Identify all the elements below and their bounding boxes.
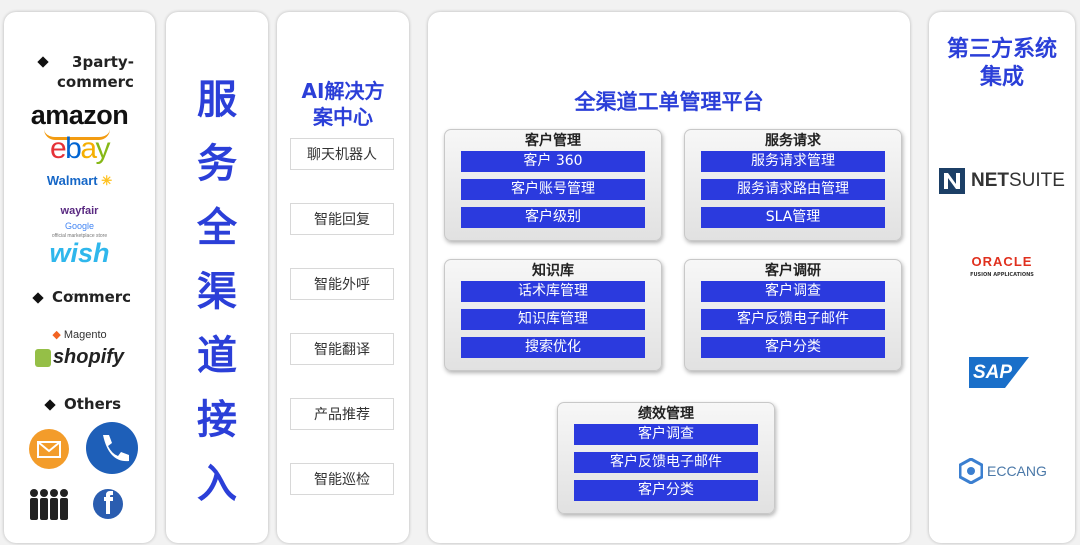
oracle-subtitle: FUSION APPLICATIONS bbox=[970, 272, 1034, 278]
ebay-logo: ebay bbox=[49, 132, 111, 165]
channels-panel: 3party- commerc amazon ebay Walmart ✳ wa… bbox=[4, 12, 155, 543]
walmart-logo: Walmart ✳ bbox=[4, 173, 155, 189]
module-item: 客户反馈电子邮件 bbox=[701, 309, 885, 330]
title-char: 渠 bbox=[197, 269, 237, 315]
ai-title-line: AI解决方 bbox=[301, 79, 385, 103]
shopify-label: shopify bbox=[52, 346, 125, 368]
diamond-bullet-icon bbox=[44, 398, 56, 411]
group-others: Others bbox=[4, 395, 155, 413]
magento-label: Magento bbox=[63, 329, 107, 341]
title-char: 入 bbox=[197, 461, 237, 507]
module-item: 客户调查 bbox=[701, 281, 885, 302]
third-party-title-line: 集成 bbox=[979, 65, 1024, 90]
module-item: 客户账号管理 bbox=[461, 179, 645, 200]
module-item: 客户 360 bbox=[461, 151, 645, 172]
ai-item-smart-inspection: 智能巡检 bbox=[290, 463, 394, 495]
platform-panel: 全渠道工单管理平台 客户管理 客户 360 客户账号管理 客户级别 服务请求 服… bbox=[428, 12, 910, 543]
ai-solutions-panel: AI解决方 案中心 聊天机器人 智能回复 智能外呼 智能翻译 产品推荐 智能巡检 bbox=[277, 12, 409, 543]
ai-item-smart-outbound: 智能外呼 bbox=[290, 268, 394, 300]
third-party-title-line: 第三方系统 bbox=[946, 37, 1057, 62]
ai-item-product-recommend: 产品推荐 bbox=[290, 398, 394, 430]
marketplace-caption: official marketplace store bbox=[51, 233, 108, 239]
ai-title-line: 案中心 bbox=[313, 105, 373, 129]
module-title: 客户管理 bbox=[525, 133, 581, 149]
module-title: 知识库 bbox=[532, 263, 574, 279]
wayfair-logo: wayfair bbox=[60, 205, 99, 217]
amazon-smile-icon bbox=[44, 129, 110, 140]
module-item: 客户分类 bbox=[701, 337, 885, 358]
group-commerc-label: Commerc bbox=[52, 288, 132, 306]
people-icon bbox=[30, 489, 68, 520]
title-char: 接 bbox=[197, 397, 237, 443]
amazon-logo: amazon bbox=[30, 100, 129, 130]
module-knowledge-base: 知识库 话术库管理 知识库管理 搜索优化 bbox=[444, 259, 662, 371]
magento-icon: ◆ bbox=[52, 329, 61, 341]
sap-logo: SAP bbox=[969, 357, 1029, 388]
walmart-spark-icon: ✳ bbox=[101, 173, 113, 188]
title-char: 道 bbox=[197, 333, 237, 379]
title-char: 务 bbox=[197, 141, 237, 187]
eccang-logo: ECCANG bbox=[987, 463, 1047, 479]
module-customer-management: 客户管理 客户 360 客户账号管理 客户级别 bbox=[444, 129, 662, 241]
title-char: 全 bbox=[197, 205, 237, 251]
email-icon bbox=[29, 429, 69, 469]
module-item: 客户分类 bbox=[574, 480, 758, 501]
netsuite-n-icon bbox=[939, 168, 965, 194]
module-title: 客户调研 bbox=[765, 263, 821, 279]
module-performance-management: 绩效管理 客户调查 客户反馈电子邮件 客户分类 bbox=[557, 402, 775, 514]
netsuite-label: SUITE bbox=[1009, 170, 1065, 192]
diamond-bullet-icon bbox=[37, 55, 49, 68]
diamond-bullet-icon bbox=[32, 291, 44, 304]
google-logo: Google bbox=[64, 221, 95, 231]
facebook-icon bbox=[93, 489, 123, 519]
group-3party: 3party- commerc bbox=[4, 52, 155, 92]
third-party-title: 第三方系统 集成 bbox=[929, 36, 1075, 92]
module-item: 知识库管理 bbox=[461, 309, 645, 330]
group-3party-label: 3party- commerc bbox=[57, 53, 134, 91]
module-title: 绩效管理 bbox=[638, 406, 694, 422]
module-customer-survey: 客户调研 客户调查 客户反馈电子邮件 客户分类 bbox=[684, 259, 902, 371]
module-item: 服务请求管理 bbox=[701, 151, 885, 172]
magento-logo: ◆ Magento bbox=[4, 328, 155, 341]
module-item: SLA管理 bbox=[701, 207, 885, 228]
ellipsis: ....... bbox=[67, 284, 92, 298]
title-char: 服 bbox=[197, 77, 237, 123]
omnichannel-access-panel: 服 务 全 渠 道 接 入 bbox=[166, 12, 268, 543]
omnichannel-access-title: 服 务 全 渠 道 接 入 bbox=[166, 68, 268, 516]
ai-item-smart-translate: 智能翻译 bbox=[290, 333, 394, 365]
platform-title: 全渠道工单管理平台 bbox=[574, 90, 764, 114]
ai-item-smart-reply: 智能回复 bbox=[290, 203, 394, 235]
module-item: 客户级别 bbox=[461, 207, 645, 228]
eccang-hex-icon bbox=[959, 458, 983, 484]
group-commerc: Commerc bbox=[4, 288, 155, 306]
netsuite-label-bold: NET bbox=[971, 170, 1009, 192]
group-others-label: Others bbox=[64, 395, 122, 413]
module-item: 客户调查 bbox=[574, 424, 758, 445]
ai-solutions-title: AI解决方 案中心 bbox=[277, 78, 409, 130]
module-item: 服务请求路由管理 bbox=[701, 179, 885, 200]
wish-logo: wish bbox=[49, 238, 110, 268]
module-item: 客户反馈电子邮件 bbox=[574, 452, 758, 473]
walmart-label: Walmart bbox=[46, 173, 98, 188]
module-title: 服务请求 bbox=[765, 133, 821, 149]
module-item: 话术库管理 bbox=[461, 281, 645, 302]
module-service-request: 服务请求 服务请求管理 服务请求路由管理 SLA管理 bbox=[684, 129, 902, 241]
netsuite-logo: NETSUITE bbox=[939, 168, 1065, 194]
oracle-logo: ORACLE bbox=[971, 254, 1033, 269]
ai-item-chatbot: 聊天机器人 bbox=[290, 138, 394, 170]
phone-icon bbox=[86, 422, 138, 474]
shopify-logo: shopify bbox=[4, 346, 155, 369]
module-item: 搜索优化 bbox=[461, 337, 645, 358]
shopify-bag-icon bbox=[34, 348, 51, 367]
third-party-panel: 第三方系统 集成 NETSUITE ORACLE FUSION APPLICAT… bbox=[929, 12, 1075, 543]
